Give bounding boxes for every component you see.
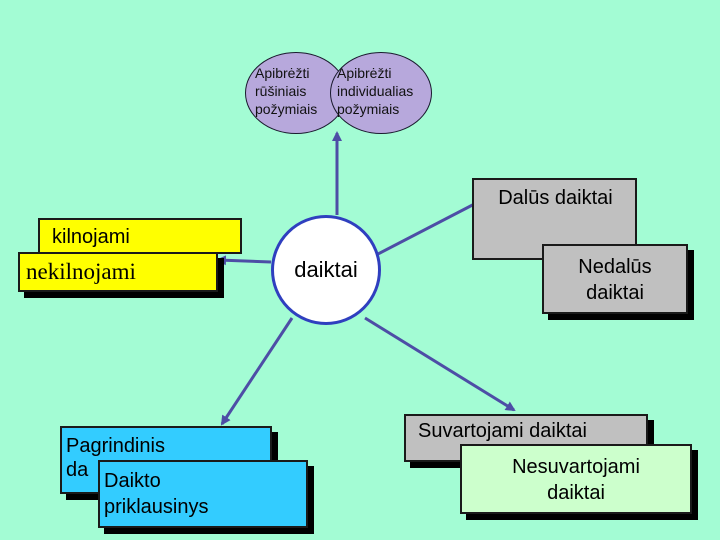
accessory-box: Daikto priklausinys — [98, 460, 308, 528]
indivisible-things-box: Nedalūs daiktai — [542, 244, 688, 314]
things-center-label: daiktai — [294, 257, 358, 282]
principal-thing-label: Pagrindinis da — [66, 435, 165, 481]
nonconsumable-things-box: Nesuvartojami daiktai — [460, 444, 692, 514]
indivisible-things-label: Nedalūs daiktai — [578, 256, 652, 304]
immovable-label: nekilnojami — [26, 259, 136, 284]
things-center-circle: daiktai — [271, 215, 381, 325]
immovable-box: nekilnojami — [18, 252, 218, 292]
accessory-label: Daikto priklausinys — [104, 470, 209, 518]
arrow-to-principal — [220, 317, 294, 426]
arrow-to-movable — [216, 255, 272, 266]
nonconsumable-things-label: Nesuvartojami daiktai — [512, 456, 640, 504]
arrow-to-consumable — [364, 316, 516, 412]
consumable-things-label: Suvartojami daiktai — [418, 420, 587, 442]
movable-box: kilnojami — [38, 218, 242, 254]
arrow-to-divisible — [375, 196, 488, 257]
generic-features-text: Apibrėžti rūšiniais požymiais — [255, 65, 318, 117]
movable-label: kilnojami — [52, 226, 130, 248]
divisible-things-label: Dalūs daiktai — [498, 187, 613, 209]
individual-features-ellipse — [330, 52, 432, 134]
individual-features-text: Apibrėžti individualias požymiais — [337, 65, 414, 117]
